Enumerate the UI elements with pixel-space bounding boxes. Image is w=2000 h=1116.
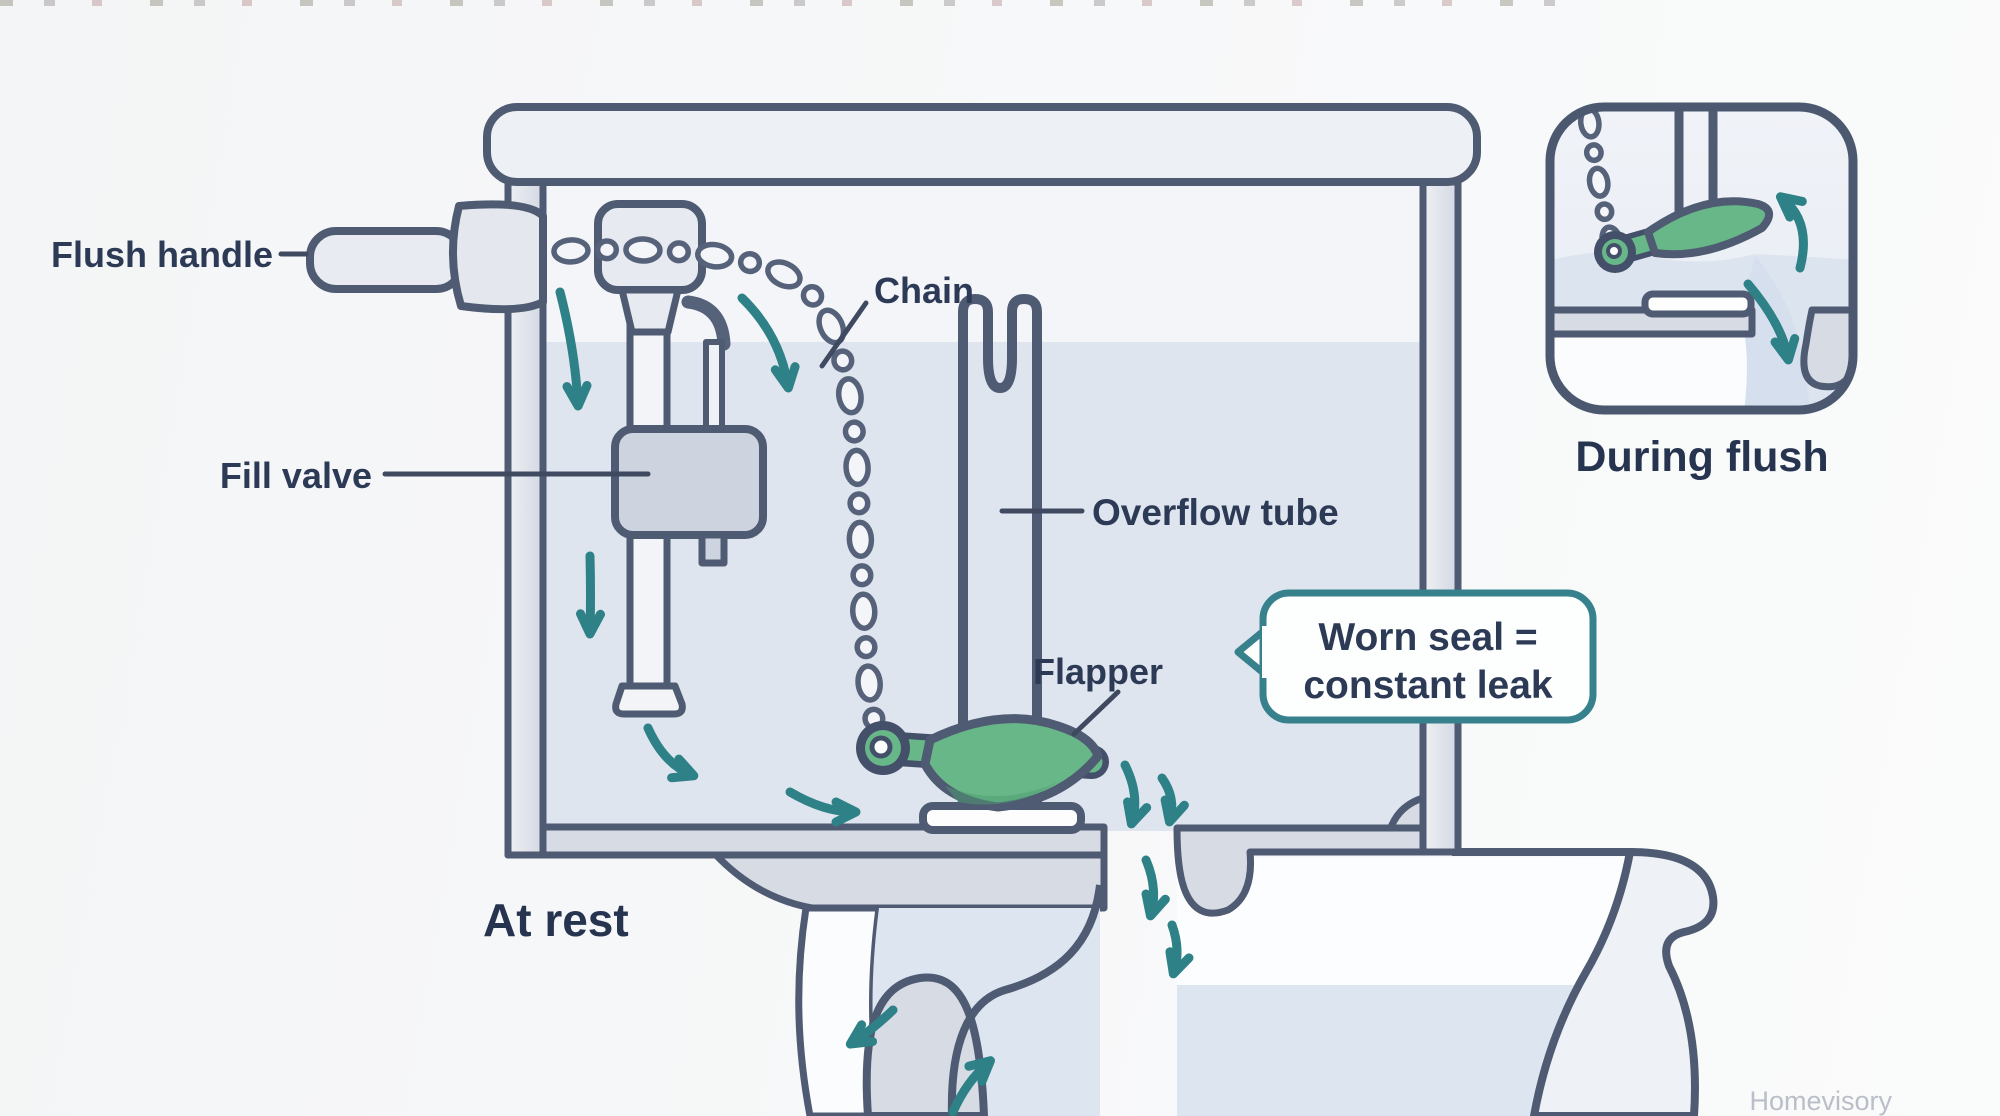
fill-valve-refill-tube	[703, 339, 725, 437]
flow-arrows-tank	[555, 287, 861, 827]
inset-arrow-up	[1775, 192, 1808, 273]
leak-arrow	[1157, 773, 1189, 827]
leader-lines	[278, 251, 1121, 737]
flush-handle-escutcheon	[448, 200, 547, 314]
chain-link	[666, 240, 691, 264]
chain-link	[849, 591, 878, 631]
leak-arrow	[1141, 855, 1170, 921]
flapper-assembly	[856, 714, 1109, 812]
chain-link	[551, 237, 591, 265]
leak-arrow	[1165, 920, 1194, 979]
overflow-tube	[958, 294, 1042, 832]
chain-link	[695, 241, 735, 270]
flush-handle-lever	[306, 227, 466, 293]
callout-line1: Worn seal =	[1318, 616, 1537, 659]
chain-link	[800, 284, 825, 308]
chain-link	[835, 376, 864, 416]
chain-link	[737, 250, 763, 275]
fill-valve-body	[611, 425, 767, 539]
callout-line2: constant leak	[1303, 664, 1553, 707]
inset-valve-seat	[1641, 290, 1755, 318]
flow-arrow	[576, 551, 605, 639]
chain-links	[551, 236, 886, 731]
label-flapper: Flapper	[1033, 651, 1163, 692]
flow-arrow	[555, 287, 592, 411]
inset-arrow-down	[1743, 279, 1800, 365]
chain-link	[623, 236, 663, 264]
toilet-bowl	[1177, 848, 1718, 1116]
tank-lid	[483, 103, 1481, 186]
flow-arrow	[785, 787, 861, 827]
chain-link	[842, 419, 866, 444]
rim-slab-right	[1173, 824, 1462, 917]
fill-valve-spout	[681, 295, 731, 351]
tank-wall-right	[1419, 178, 1462, 856]
fill-valve-base	[612, 682, 686, 718]
screenshot-edge-artifact	[0, 0, 1560, 6]
caption-at-rest: At rest	[483, 894, 629, 946]
bowl-inner-left-wall	[947, 884, 1104, 1116]
chain-leader	[819, 300, 869, 369]
chain-link	[843, 447, 871, 488]
inset-flapper-body	[1644, 197, 1773, 259]
label-overflow-tube: Overflow tube	[1092, 492, 1339, 533]
inset-overflow-tube	[1674, 107, 1718, 219]
chain-link	[594, 238, 620, 262]
outlet-column	[712, 851, 1108, 912]
leak-arrows	[1120, 760, 1194, 979]
caption-during-flush: During flush	[1575, 433, 1828, 481]
chain-link	[855, 663, 883, 703]
chain-link	[854, 635, 878, 660]
fill-valve-neck	[618, 286, 682, 336]
label-fill-valve: Fill valve	[220, 455, 372, 496]
flapper-leader	[1071, 689, 1121, 737]
chain-link	[1583, 142, 1604, 164]
watermark: Homevisory	[1749, 1086, 1892, 1116]
leak-arrow	[1120, 760, 1152, 829]
inset-border	[1545, 102, 1858, 415]
chain-link	[850, 563, 874, 588]
flush-handle	[306, 200, 547, 314]
trap-arrow-left	[845, 1005, 898, 1049]
inset-flapper-pivot-hole	[1606, 243, 1622, 259]
inset-flapper	[1594, 197, 1773, 273]
label-chain: Chain	[874, 270, 974, 311]
trapway	[712, 851, 1108, 1116]
callout-pointer-mask	[1262, 626, 1276, 678]
chain-link	[1586, 165, 1611, 199]
inset-underfloor	[1550, 334, 1752, 410]
callout-worn-seal: Worn seal = constant leak	[1234, 589, 1597, 724]
flow-arrow	[737, 293, 800, 393]
chain-link	[765, 259, 803, 290]
label-flush-handle: Flush handle	[51, 234, 273, 275]
fill-valve-nub	[698, 531, 728, 567]
flow-arrow	[643, 723, 699, 783]
bowl-rim-right	[1530, 848, 1718, 1116]
flapper-pivot-hole	[869, 735, 893, 759]
inset-during-flush: During flush	[1545, 102, 1858, 481]
chain-link	[846, 519, 875, 560]
chain-link	[1594, 201, 1615, 223]
chain-link	[847, 491, 871, 516]
chain-link	[831, 348, 855, 373]
fill-valve	[594, 200, 767, 718]
trap-arrow-right	[948, 1056, 996, 1116]
flapper-shadow	[945, 782, 1058, 805]
